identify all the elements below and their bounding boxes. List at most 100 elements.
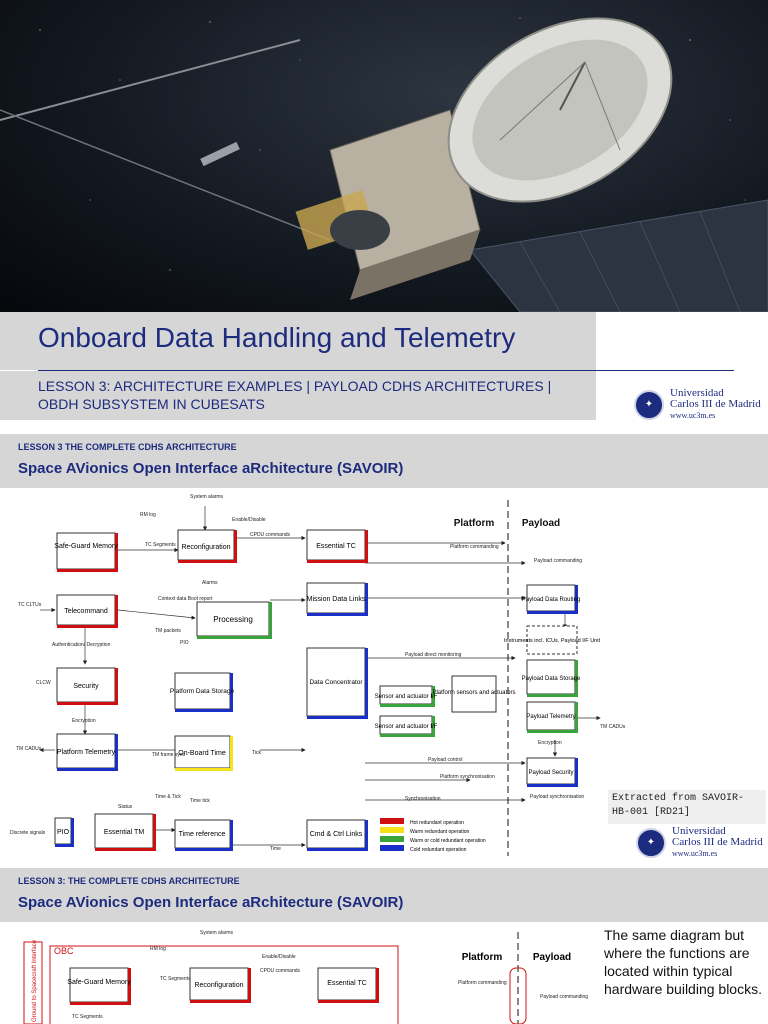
label-platform-2: Platform xyxy=(462,952,503,963)
label-time-tick: Time & Tick xyxy=(155,794,181,800)
label-platform-commanding: Platform commanding xyxy=(450,544,499,550)
label-payload-control: Payload control xyxy=(428,757,462,763)
block-reconfiguration: Reconfiguration xyxy=(181,544,230,551)
label-enable-disable-2: Enable/Disable xyxy=(262,954,296,960)
cover-lesson-subtitle: LESSON 3: ARCHITECTURE EXAMPLES | PAYLOA… xyxy=(38,378,552,412)
label-alarms: Alarms xyxy=(202,580,218,586)
label-authentication: Authentication/ Decryption xyxy=(52,642,111,648)
university-url: www.uc3m.es xyxy=(670,411,716,420)
block-mission-data-links: Mission Data Links xyxy=(307,596,366,603)
block-payload-security: Payload Security xyxy=(528,770,573,776)
cover-title-band-right xyxy=(596,312,768,370)
block-pio: PIO xyxy=(57,829,70,836)
legend-cold: Cold redundant operation xyxy=(410,847,467,853)
label-payload-commanding-2: Payload commanding xyxy=(540,994,588,1000)
block-essential-tm: Essential TM xyxy=(104,829,144,836)
label-synchronisation: Synchronisation xyxy=(405,796,441,802)
label-tm-cadus-payload: TM CADUs xyxy=(600,724,626,730)
cover-title: Onboard Data Handling and Telemetry xyxy=(38,322,516,353)
label-cpdu-commands-2: CPDU commands xyxy=(260,968,301,974)
label-tm-frame-sync: TM frame sync xyxy=(152,752,186,758)
block-processing: Processing xyxy=(213,615,253,624)
cover-satellite-image xyxy=(0,0,768,312)
university-logo: ✦ Universidad Carlos III de Madrid www.u… xyxy=(634,388,761,421)
block-platform-telemetry: Platform Telemetry xyxy=(57,749,116,756)
block-data-concentrator: Data Concentrator xyxy=(309,679,363,686)
cover-lesson-band xyxy=(0,371,596,420)
label-pio: PIO xyxy=(180,640,189,646)
label-discrete-signals: Discrete signals xyxy=(10,830,46,836)
university-name-line1: Universidad xyxy=(670,387,724,399)
savoir-diagram: Platform Payload Safe-Guard Memory Recon… xyxy=(10,494,626,856)
label-encryption: Encryption xyxy=(72,718,96,724)
label-tm-packets: TM packets xyxy=(155,628,181,634)
block-cmd-ctrl-links: Cmd & Ctrl Links xyxy=(310,831,363,838)
redundancy-legend: Hot redundant operation Warm redundant o… xyxy=(380,818,486,853)
label-payload: Payload xyxy=(522,518,560,529)
block-payload-data-routing: Payload Data Routing xyxy=(522,597,580,603)
block-time-reference: Time reference xyxy=(179,831,226,838)
satellite-illustration xyxy=(0,17,768,312)
slide1-reference: Extracted from SAVOIR-HB-001 [RD21] xyxy=(608,790,766,824)
university-url: www.uc3m.es xyxy=(672,849,718,858)
block-sensor-actuator-if-2: Sensor and actuator I/F xyxy=(375,724,438,730)
label-system-alarms: System alarms xyxy=(190,494,224,500)
slide1-header xyxy=(0,434,768,488)
block-security: Security xyxy=(73,683,99,690)
university-name-line1: Universidad xyxy=(672,825,726,837)
label-cpdu-commands: CPDU commands xyxy=(250,532,291,538)
university-seal-icon: ✦ xyxy=(634,389,664,420)
block-telecommand: Telecommand xyxy=(64,608,108,615)
label-tc-cltus: TC CLTUs xyxy=(18,602,42,608)
label-payload-commanding: Payload commanding xyxy=(534,558,582,564)
label-rm-log: RM log xyxy=(140,512,156,518)
label-clcw: CLCW xyxy=(36,680,51,686)
block-essential-tc: Essential TC xyxy=(316,543,356,550)
legend-warm-cold: Warm or cold redundant operation xyxy=(410,838,486,844)
label-context-boot: Context data Boot report xyxy=(158,596,213,602)
label-platform-commanding-2: Platform commanding xyxy=(458,980,507,986)
label-tc-segments-2: TC Segments xyxy=(160,976,191,982)
savoir-diagram-obc: OBC Ground to Spacecraft Interface Platf… xyxy=(23,930,588,1024)
slide1-title: Space AVionics Open Interface aRchitectu… xyxy=(18,460,404,477)
label-time: Time xyxy=(270,846,281,852)
slide2-kicker: LESSON 3: THE COMPLETE CDHS ARCHITECTURE xyxy=(18,876,240,886)
label-tm-cadus: TM CADUs xyxy=(16,746,42,752)
label-tc-segments-top: TC Segments xyxy=(145,542,176,548)
block-payload-data-storage: Payload Data Storage xyxy=(522,676,581,682)
slide1-kicker: LESSON 3 THE COMPLETE CDHS ARCHITECTURE xyxy=(18,442,237,452)
label-tc-segments-3: TC Segments xyxy=(72,1014,103,1020)
label-obc: OBC xyxy=(54,946,74,956)
label-payload-2: Payload xyxy=(533,952,571,963)
university-logo-slide1: ✦ Universidad Carlos III de Madrid www.u… xyxy=(636,826,763,859)
block-sensor-actuator-if-1: Sensor and actuator I/F xyxy=(375,694,438,700)
block-platform-sensors-actuators: Platform sensors and actuators xyxy=(432,690,515,696)
label-ground-interface: Ground to Spacecraft Interface xyxy=(32,939,38,1022)
cover-title-band xyxy=(0,312,596,370)
label-status: Status xyxy=(118,804,133,810)
cover-title-rule xyxy=(38,370,734,371)
block-reconfiguration-2: Reconfiguration xyxy=(194,982,243,989)
legend-warm: Warm redundant operation xyxy=(410,829,470,835)
block-platform-data-storage: Platform Data Storage xyxy=(170,688,235,695)
label-platform-synchronisation: Platform synchronisation xyxy=(440,774,495,780)
block-payload-telemetry: Payload Telemetry xyxy=(526,714,575,720)
block-essential-tc-2: Essential TC xyxy=(327,980,367,987)
label-payload-direct-monitoring: Payload direct monitoring xyxy=(405,652,462,658)
block-safeguard-memory-2: Safe-Guard Memory xyxy=(67,979,131,986)
block-on-board-time: On-Board Time xyxy=(178,750,226,757)
label-encryption-payload: Encryption xyxy=(538,740,562,746)
block-instruments-icus: Instruments incl. ICUs, Payload I/F Unit xyxy=(504,638,600,644)
slide2-header xyxy=(0,868,768,922)
label-rm-log-2: RM log xyxy=(150,946,166,952)
label-time-tick-2: Time tick xyxy=(190,798,210,804)
label-payload-synchronisation: Payload synchronisation xyxy=(530,794,584,800)
label-enable-disable: Enable/Disable xyxy=(232,517,266,523)
university-name-line2: Carlos III de Madrid xyxy=(670,398,761,410)
label-system-alarms-2: System alarms xyxy=(200,930,234,936)
slide2-title: Space AVionics Open Interface aRchitectu… xyxy=(18,894,404,911)
label-tick: Tick xyxy=(252,750,261,756)
university-name-line2: Carlos III de Madrid xyxy=(672,836,763,848)
university-seal-icon: ✦ xyxy=(636,827,666,858)
label-platform: Platform xyxy=(454,518,495,529)
